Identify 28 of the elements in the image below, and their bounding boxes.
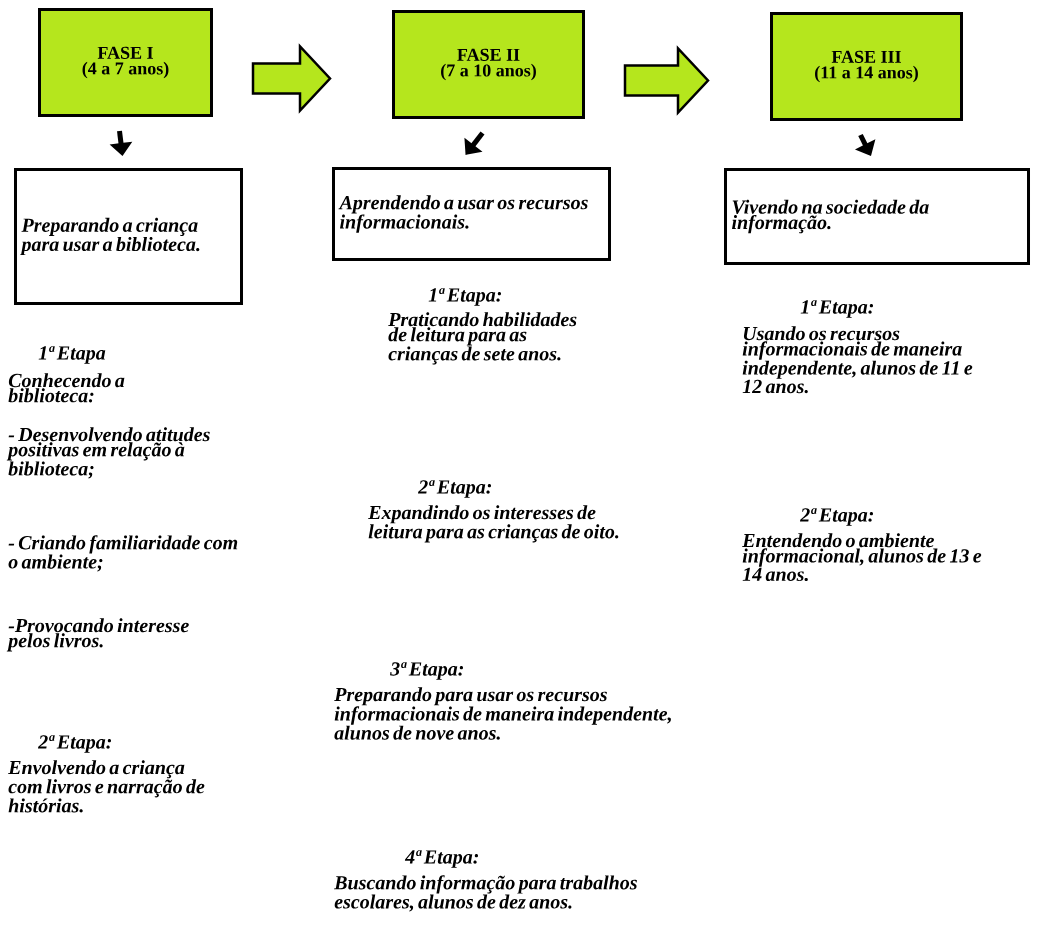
phase-box: FASE II (7 a 10 anos) [392, 10, 585, 119]
stage-text: Entendendo o ambiente informacional, alunos de 13 e 14 anos. [742, 533, 982, 582]
block-arrow [251, 43, 332, 114]
stage-text: Preparando para usar os recursos informacionais de maneira independente, alunos de nove anos. [334, 687, 671, 740]
stage-text: - Desenvolvendo atitudes positivas em relação à biblioteca; [6, 427, 210, 479]
stage-text: Conhecendo a biblioteca: [8, 373, 125, 403]
stage-heading: 1ª Etapa [38, 346, 106, 364]
stage-text: -Provocando interesse pelos livros. [6, 618, 189, 652]
stage-heading: 2ª Etapa: [417, 480, 491, 498]
arrow [464, 131, 485, 155]
stage-text: - Criando familiaridade com o ambiente; [8, 535, 238, 572]
phase-box: FASE III (11 a 14 anos) [770, 12, 963, 121]
stage-text: Usando os recursos informacionais de maneira independente, alunos de 11 e 12 anos. [742, 326, 973, 394]
stage-heading: 1ª Etapa: [800, 300, 873, 318]
phase-box: FASE I (4 a 7 anos) [38, 8, 213, 117]
stage-box: Aprendendo a usar os recursos informacionais. [332, 167, 611, 261]
stage-heading: 2ª Etapa: [799, 508, 873, 526]
stage-text: Expandindo os interesses de leitura para as crianças de oito. [368, 505, 619, 543]
stage-box: Preparando a criança para usar a biblioteca. [14, 168, 243, 305]
stage-text: Praticando habilidades de leitura para as crianças de sete anos. [388, 312, 577, 365]
block-arrow [623, 45, 710, 116]
stage-heading: 2ª Etapa: [37, 735, 111, 753]
stage-box: Vivendo na sociedade da informação. [724, 168, 1030, 265]
stage-text: Buscando informação para trabalhos escolares, alunos de dez anos. [334, 875, 637, 912]
stage-heading: 3ª Etapa: [390, 662, 463, 680]
stage-heading: 4ª Etapa: [404, 850, 478, 868]
stage-heading: 1ª Etapa: [428, 288, 501, 306]
stage-text: Envolvendo a criança com livros e narração de histórias. [8, 760, 205, 813]
